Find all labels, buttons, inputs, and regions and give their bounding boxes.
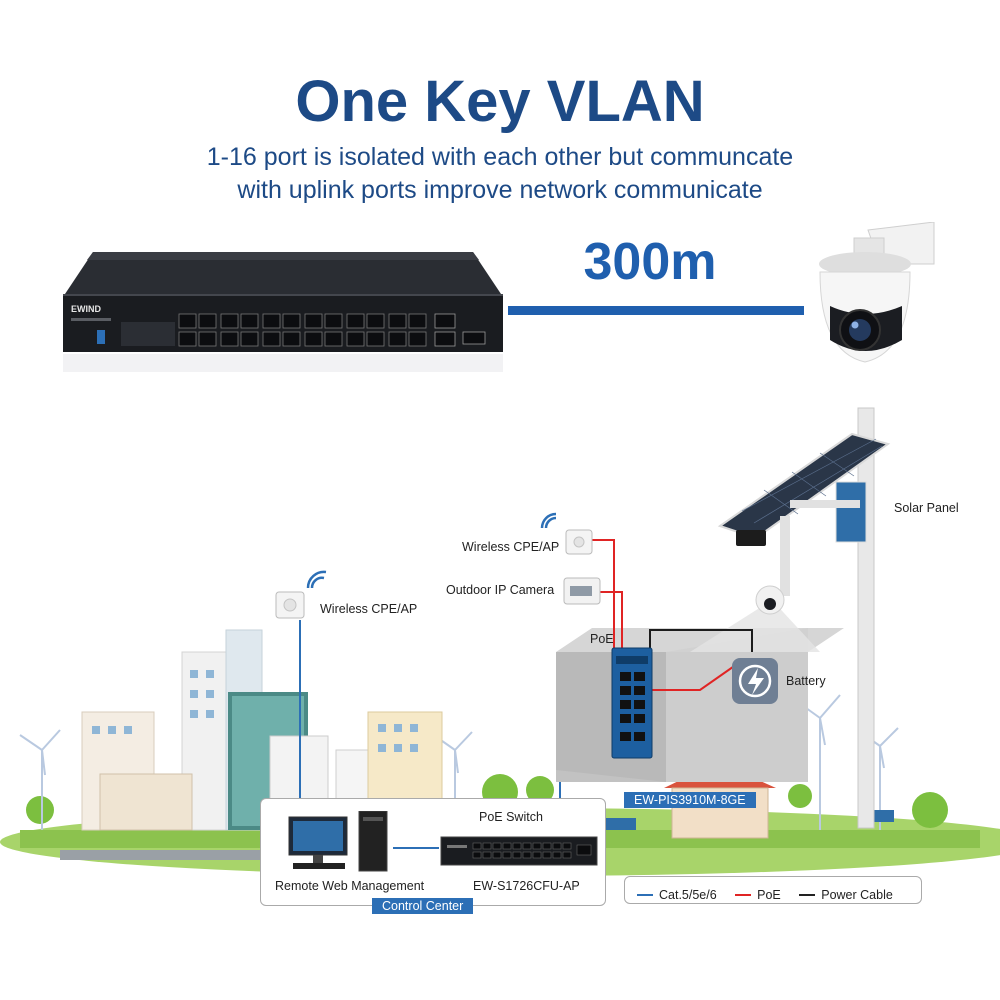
legend-label-power: Power Cable (821, 888, 893, 902)
distance-line (508, 306, 804, 315)
desktop-pc-icon (288, 811, 388, 872)
rj45-port (262, 331, 281, 347)
legend-swatch-poe (735, 894, 752, 896)
wireless-ap-left-label: Wireless CPE/AP (320, 602, 418, 616)
dome-camera-image (819, 222, 935, 363)
legend-swatch-power (799, 894, 816, 896)
pc-label: Remote Web Management (275, 879, 425, 893)
rj45-port (324, 313, 343, 329)
pc-to-switch-link (393, 847, 439, 849)
switch-brand: EWIND (71, 304, 101, 314)
rj45-port (178, 331, 197, 347)
wireless-ap-center-label: Wireless CPE/AP (462, 540, 560, 554)
rj45-port (198, 313, 217, 329)
battery-label: Battery (786, 674, 826, 688)
page-title: One Key VLAN (295, 69, 705, 134)
rj45-port (220, 331, 239, 347)
rj45-port (346, 331, 365, 347)
rj45-port (388, 313, 407, 329)
switch-model-label: EW-S1726CFU-AP (473, 879, 580, 893)
legend-item-cat5: Cat.5/5e/6 (637, 888, 717, 902)
industrial-switch-model: EW-PIS3910M-8GE (624, 792, 756, 808)
poe-label: PoE (590, 632, 614, 646)
rj45-port (366, 313, 385, 329)
control-center-title: Control Center (372, 898, 474, 914)
rj45-port (388, 331, 407, 347)
poe-switch-image (440, 836, 598, 866)
rj45-port (408, 313, 427, 329)
legend-label-cat5: Cat.5/5e/6 (659, 888, 717, 902)
rj45-port (304, 331, 323, 347)
rj45-port (304, 313, 323, 329)
rj45-port (366, 331, 385, 347)
legend-item-power: Power Cable (799, 888, 893, 902)
poe-switch-label: PoE Switch (479, 810, 543, 824)
rj45-port (282, 331, 301, 347)
rj45-port (240, 331, 259, 347)
subtitle-line-1: 1-16 port is isolated with each other bu… (206, 143, 794, 171)
rj45-port (240, 313, 259, 329)
rj45-port (324, 331, 343, 347)
legend: Cat.5/5e/6 PoE Power Cable (624, 876, 922, 904)
rj45-port (198, 331, 217, 347)
rj45-port (220, 313, 239, 329)
outdoor-camera-label: Outdoor IP Camera (446, 583, 555, 597)
rj45-port (178, 313, 197, 329)
rack-switch-image: EWIND (63, 252, 503, 372)
rj45-port (282, 313, 301, 329)
legend-swatch-cat5 (637, 894, 653, 896)
control-center-panel: PoE Switch Remote Web Management EW-S172… (260, 798, 606, 906)
solar-panel-label: Solar Panel (894, 501, 959, 515)
distance-label: 300m (583, 233, 717, 291)
rj45-port (408, 331, 427, 347)
legend-item-poe: PoE (735, 888, 781, 902)
legend-label-poe: PoE (757, 888, 781, 902)
subtitle-line-2: with uplink ports improve network commun… (237, 176, 763, 204)
rj45-port (262, 313, 281, 329)
rj45-port (346, 313, 365, 329)
